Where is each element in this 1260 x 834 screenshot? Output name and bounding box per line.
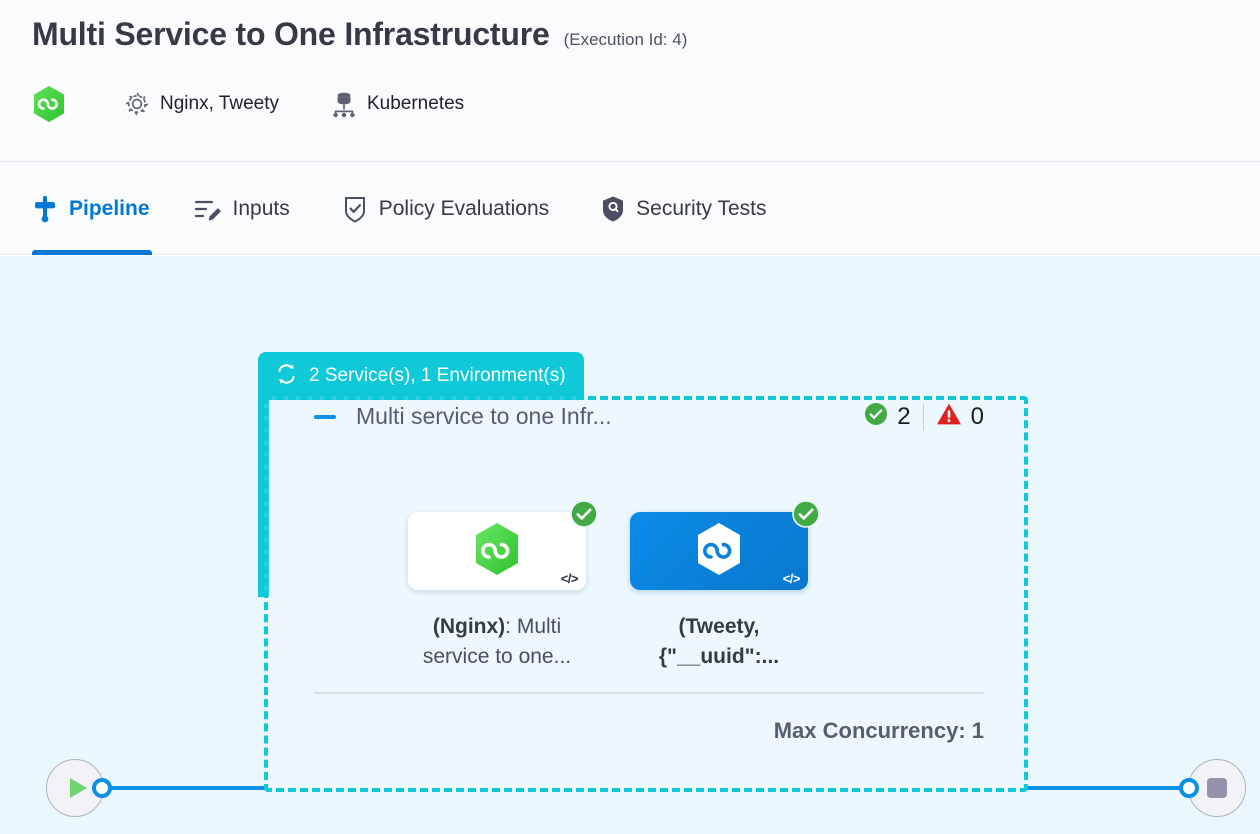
tab-pipeline[interactable]: Pipeline bbox=[32, 162, 166, 255]
check-circle-icon bbox=[570, 500, 598, 528]
services-meta: Nginx, Tweety bbox=[124, 91, 279, 117]
harness-hexagon-white-icon bbox=[695, 522, 743, 581]
stage-group-header-tab[interactable]: 2 Service(s), 1 Environment(s) bbox=[258, 352, 584, 400]
max-concurrency-label: Max Concurrency: 1 bbox=[773, 718, 984, 743]
page-header: Multi Service to One Infrastructure (Exe… bbox=[0, 0, 1260, 162]
stage-divider bbox=[314, 692, 984, 694]
pipeline-icon bbox=[32, 195, 58, 223]
security-shield-icon bbox=[601, 195, 625, 223]
play-icon bbox=[69, 778, 87, 798]
page-title: Multi Service to One Infrastructure bbox=[32, 16, 550, 52]
service-card-nginx[interactable]: </> bbox=[408, 500, 598, 590]
service-card-item[interactable]: </> (Nginx): Multi service to one... bbox=[408, 500, 598, 672]
policy-shield-check-icon bbox=[342, 195, 368, 223]
start-connector-dot bbox=[92, 778, 112, 798]
tab-inputs[interactable]: Inputs bbox=[178, 162, 306, 255]
service-card-label-rest: : Multi service to one... bbox=[422, 615, 572, 668]
services-label: Nginx, Tweety bbox=[160, 93, 279, 114]
edge-start-to-stage bbox=[100, 786, 266, 790]
kubernetes-server-icon bbox=[331, 90, 357, 118]
code-icon[interactable]: </> bbox=[560, 571, 579, 586]
status-divider bbox=[922, 403, 924, 430]
matrix-loop-icon bbox=[274, 362, 299, 391]
edge-stage-to-end bbox=[1024, 786, 1192, 790]
harness-hexagon-icon bbox=[32, 85, 66, 123]
tab-security-tests-label: Security Tests bbox=[636, 196, 767, 220]
stage-title: Multi service to one Infr... bbox=[356, 403, 612, 429]
tab-security-tests[interactable]: Security Tests bbox=[585, 162, 782, 255]
tab-inputs-label: Inputs bbox=[232, 196, 290, 220]
check-circle-icon bbox=[792, 500, 820, 528]
service-card-label-bold: (Tweety, {"__uuid":... bbox=[658, 615, 780, 668]
stage-group-accent-bar bbox=[258, 392, 269, 597]
warning-count-group: 0 bbox=[936, 402, 984, 431]
harness-hexagon-icon bbox=[473, 522, 521, 581]
success-count-group: 2 bbox=[864, 402, 911, 431]
tab-bar: Pipeline Inputs bbox=[0, 162, 1260, 255]
warning-count: 0 bbox=[970, 402, 984, 430]
tab-policy-evaluations[interactable]: Policy Evaluations bbox=[326, 162, 565, 255]
service-card-tweety[interactable]: </> bbox=[630, 500, 820, 590]
execution-id-label: (Execution Id: 4) bbox=[563, 30, 688, 49]
pipeline-canvas[interactable]: 2 Service(s), 1 Environment(s) Multi ser… bbox=[0, 256, 1260, 834]
pipeline-meta-row: Nginx, Tweety bbox=[32, 84, 464, 124]
stage-group-body bbox=[264, 396, 1028, 792]
check-circle-icon bbox=[864, 402, 888, 431]
infrastructure-meta: Kubernetes bbox=[331, 90, 464, 118]
stage-group[interactable]: 2 Service(s), 1 Environment(s) Multi ser… bbox=[258, 352, 1028, 792]
stop-icon bbox=[1207, 778, 1227, 798]
status-counts: 2 0 bbox=[864, 402, 984, 431]
minus-collapse-icon[interactable] bbox=[314, 414, 336, 419]
tab-policy-evaluations-label: Policy Evaluations bbox=[378, 196, 550, 220]
service-card-label: (Tweety, {"__uuid":... bbox=[630, 612, 808, 672]
infrastructure-label: Kubernetes bbox=[366, 93, 465, 114]
service-cards-row: </> (Nginx): Multi service to one... bbox=[408, 500, 820, 672]
pipeline-end-node[interactable] bbox=[1188, 759, 1246, 817]
stage-group-label: 2 Service(s), 1 Environment(s) bbox=[309, 365, 566, 386]
tab-pipeline-label: Pipeline bbox=[69, 196, 150, 220]
warning-triangle-icon bbox=[936, 402, 962, 431]
success-count: 2 bbox=[897, 402, 911, 430]
code-icon[interactable]: </> bbox=[782, 571, 801, 586]
service-card-item[interactable]: </> (Tweety, {"__uuid":... bbox=[630, 500, 820, 672]
service-card-label: (Nginx): Multi service to one... bbox=[408, 612, 586, 672]
inputs-edit-icon bbox=[194, 196, 222, 222]
service-card-label-bold: (Nginx) bbox=[432, 615, 506, 638]
end-connector-dot bbox=[1179, 778, 1199, 798]
stage-header-row: Multi service to one Infr... 2 bbox=[314, 402, 984, 431]
gear-icon bbox=[124, 91, 150, 117]
title-row: Multi Service to One Infrastructure (Exe… bbox=[32, 16, 687, 53]
